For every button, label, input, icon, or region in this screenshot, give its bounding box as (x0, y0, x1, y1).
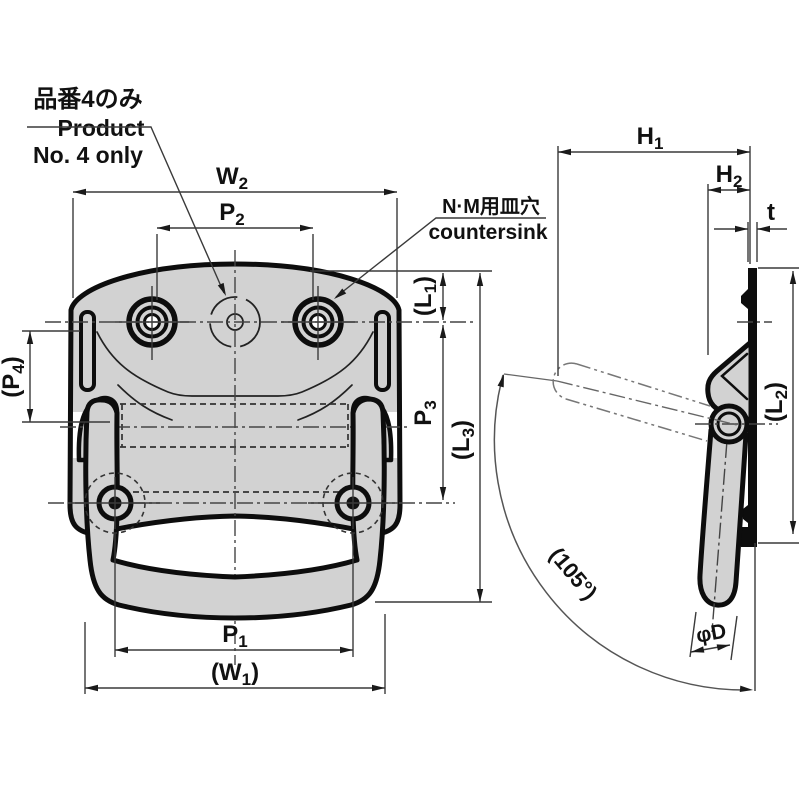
product-note: 品番4のみ Product No. 4 only (27, 86, 229, 298)
dim-label-p2: P2 (219, 199, 244, 229)
emboss-curve-right (297, 384, 353, 421)
dimension-h1: H1 (557, 123, 751, 376)
dim-label-grip-diameter: φD (694, 620, 728, 648)
pivot-rivet-left (70, 472, 160, 534)
dim-label-h2: H2 (716, 161, 743, 191)
product-note-en1: Product (58, 115, 145, 141)
dimension-h2: H2 (707, 161, 750, 355)
lower-tab-profile (743, 505, 748, 523)
countersink-note-en: countersink (428, 221, 547, 244)
product-note-en2: No. 4 only (33, 142, 143, 168)
grip-section-block (741, 527, 757, 547)
dim-label-p4: (P4) (0, 356, 28, 397)
countersunk-screw-profile (741, 289, 748, 309)
bracket-inner-contour (720, 352, 749, 401)
dim-label-swing-angle: (105°) (544, 543, 602, 605)
side-slot-right (374, 310, 391, 392)
dimension-p1: P1 (114, 533, 354, 657)
dimension-t: t (714, 199, 787, 262)
side-slot-left (79, 310, 96, 392)
product-note-leader (27, 126, 225, 294)
dim-label-w2: W2 (216, 163, 248, 193)
dimension-l2: (L2) (758, 267, 799, 544)
product-note-jp: 品番4のみ (33, 86, 142, 113)
dim-label-l1: (L1) (410, 276, 440, 316)
dim-grip-diameter (689, 611, 738, 661)
dim-label-w1: (W1) (211, 659, 259, 689)
dim-label-t: t (767, 199, 775, 226)
countersink-note: N·M用皿穴 countersink (332, 194, 548, 302)
handle-side-profile (697, 427, 749, 608)
dimension-l3: (L3) (375, 273, 492, 603)
dimension-p3: P3 (410, 325, 447, 500)
phantom-handle-raised (503, 362, 742, 442)
swing-arc (493, 373, 756, 694)
side-view: (105°) φD (493, 268, 778, 694)
countersink-note-jp: N·M用皿穴 (442, 194, 540, 218)
dimension-p2: P2 (156, 199, 314, 300)
dimension-w2: W2 (72, 163, 398, 298)
dim-label-p1: P1 (222, 621, 247, 651)
countersink-note-leader (335, 217, 546, 298)
pivot-rivet-right (308, 472, 398, 534)
dimension-w1: (W1) (84, 614, 386, 694)
dim-label-h1: H1 (637, 123, 664, 153)
dimension-l1: (L1) (310, 270, 492, 320)
dim-label-p3: P3 (410, 400, 440, 425)
handle-centerline (711, 414, 730, 633)
dimension-p4: (P4) (0, 330, 110, 423)
dim-label-l3: (L3) (448, 420, 478, 460)
dim-label-l2: (L2) (761, 382, 791, 422)
emboss-curve-left (117, 384, 173, 421)
